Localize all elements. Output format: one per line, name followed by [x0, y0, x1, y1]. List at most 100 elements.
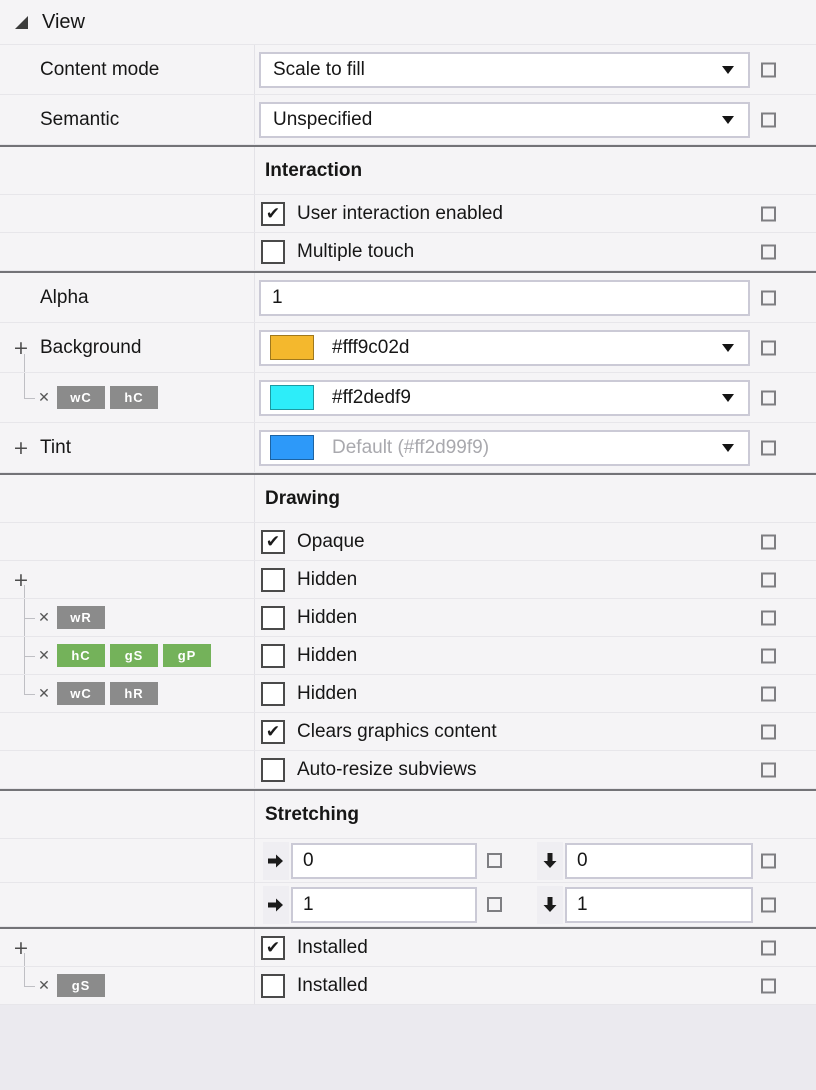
tree-line [24, 373, 25, 398]
color-swatch [270, 435, 314, 460]
remove-variation-button[interactable]: ✕ [38, 977, 50, 994]
stretch-height-input[interactable] [565, 886, 753, 923]
user-interaction-checkbox[interactable]: ✔ [261, 201, 285, 226]
horizontal-arrow-icon [263, 841, 289, 880]
semantic-label: Semantic [40, 108, 120, 130]
property-well[interactable] [761, 290, 776, 305]
property-well[interactable] [761, 724, 776, 739]
installed-variation-checkbox[interactable] [261, 973, 285, 998]
hidden-checkbox[interactable] [261, 567, 285, 592]
tree-line [24, 354, 25, 372]
hidden-checkbox[interactable] [261, 605, 285, 630]
row-multiple-touch: Multiple touch [0, 233, 816, 271]
stretch-width-input[interactable] [291, 886, 477, 923]
panel-background-filler [0, 1005, 816, 1090]
section-title: View [42, 10, 85, 33]
row-tint: + Tint Default (#ff2d99f9) [0, 423, 816, 473]
tree-line [24, 584, 25, 598]
hidden-checkbox[interactable] [261, 643, 285, 668]
row-installed: + ✔ Installed [0, 929, 816, 967]
installed-checkbox[interactable]: ✔ [261, 935, 285, 960]
content-mode-dropdown[interactable]: Scale to fill [259, 51, 750, 88]
trait-badge: hC [110, 386, 158, 409]
row-alpha: Alpha [0, 273, 816, 323]
opaque-label: Opaque [297, 530, 365, 552]
stretch-y-input[interactable] [565, 842, 753, 879]
property-well[interactable] [761, 340, 776, 355]
disclosure-triangle-icon[interactable] [14, 15, 29, 30]
tint-color-placeholder: Default (#ff2d99f9) [332, 436, 490, 458]
add-variation-button[interactable]: + [13, 336, 29, 359]
row-autoresize: Auto-resize subviews [0, 751, 816, 789]
property-well[interactable] [761, 648, 776, 663]
trait-badge: wR [57, 606, 105, 629]
property-well[interactable] [761, 853, 776, 868]
semantic-value: Unspecified [273, 108, 373, 130]
content-mode-value: Scale to fill [273, 58, 365, 80]
clears-graphics-checkbox[interactable]: ✔ [261, 719, 285, 744]
tree-line [24, 985, 35, 987]
alpha-input[interactable] [259, 279, 750, 316]
vertical-arrow-icon [537, 885, 563, 924]
tree-line [24, 655, 35, 657]
property-well[interactable] [761, 897, 776, 912]
color-swatch [270, 385, 314, 410]
multiple-touch-checkbox[interactable] [261, 239, 285, 264]
property-well[interactable] [761, 610, 776, 625]
property-well[interactable] [487, 853, 502, 868]
row-hidden: + Hidden [0, 561, 816, 599]
section-divider [0, 927, 816, 929]
property-well[interactable] [761, 112, 776, 127]
add-variation-button[interactable]: + [13, 436, 29, 459]
tint-label: Tint [40, 436, 71, 458]
property-well[interactable] [761, 206, 776, 221]
autoresize-checkbox[interactable] [261, 757, 285, 782]
interaction-heading: Interaction [265, 159, 363, 181]
remove-variation-button[interactable]: ✕ [38, 389, 50, 406]
trait-badge: gS [57, 974, 105, 997]
add-variation-button[interactable]: + [13, 568, 29, 591]
autoresize-label: Auto-resize subviews [297, 758, 477, 780]
hidden-checkbox[interactable] [261, 681, 285, 706]
property-well[interactable] [761, 244, 776, 259]
opaque-checkbox[interactable]: ✔ [261, 529, 285, 554]
hidden-label: Hidden [297, 644, 358, 666]
semantic-dropdown[interactable]: Unspecified [259, 101, 750, 138]
row-stretch-size [0, 883, 816, 927]
content-mode-label: Content mode [40, 58, 160, 80]
property-well[interactable] [761, 978, 776, 993]
property-well[interactable] [761, 572, 776, 587]
section-divider [0, 473, 816, 475]
row-drawing-header: Drawing [0, 475, 816, 523]
trait-badge: wC [57, 386, 105, 409]
drawing-heading: Drawing [265, 487, 340, 509]
property-well[interactable] [761, 762, 776, 777]
background-variation-color-dropdown[interactable]: #ff2dedf9 [259, 379, 750, 416]
row-background: + Background #fff9c02d [0, 323, 816, 373]
remove-variation-button[interactable]: ✕ [38, 685, 50, 702]
installed-label: Installed [297, 936, 368, 958]
remove-variation-button[interactable]: ✕ [38, 609, 50, 626]
remove-variation-button[interactable]: ✕ [38, 647, 50, 664]
property-well[interactable] [761, 62, 776, 77]
property-well[interactable] [761, 534, 776, 549]
tint-color-dropdown[interactable]: Default (#ff2d99f9) [259, 429, 750, 466]
property-well[interactable] [761, 390, 776, 405]
trait-badge: wC [57, 682, 105, 705]
trait-badge: gP [163, 644, 211, 667]
stretch-x-input[interactable] [291, 842, 477, 879]
background-color-dropdown[interactable]: #fff9c02d [259, 329, 750, 366]
tree-line [24, 952, 25, 966]
view-section-header[interactable]: View [0, 0, 816, 45]
alpha-label: Alpha [40, 286, 89, 308]
property-well[interactable] [761, 686, 776, 701]
property-well[interactable] [487, 897, 502, 912]
add-variation-button[interactable]: + [13, 936, 29, 959]
row-stretch-origin [0, 839, 816, 883]
background-variation-color-value: #ff2dedf9 [332, 386, 411, 408]
property-well[interactable] [761, 940, 776, 955]
installed-variation-label: Installed [297, 974, 368, 996]
property-well[interactable] [761, 440, 776, 455]
dropdown-arrow-icon [722, 443, 734, 452]
